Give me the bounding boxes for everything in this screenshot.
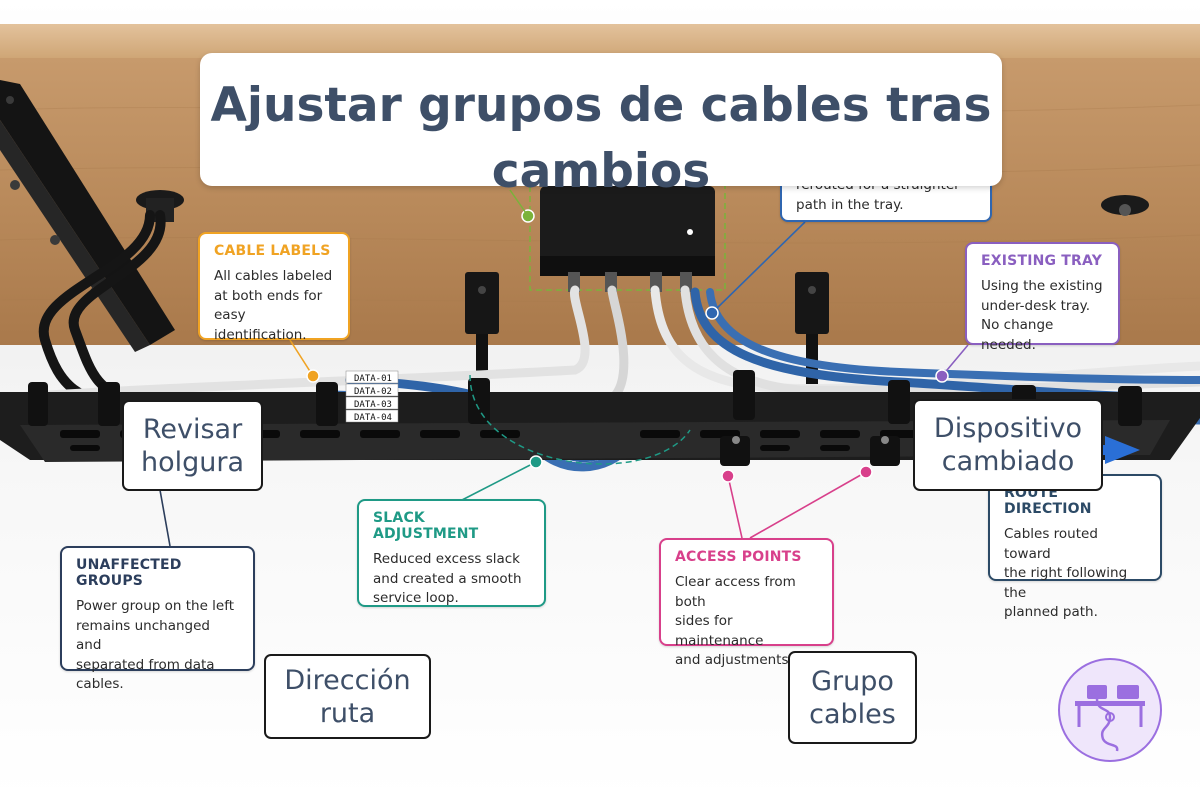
callout-existing-tray-line-1: Using the existing <box>981 278 1103 294</box>
access-marker-dot-2 <box>859 465 873 479</box>
desk-grommet-left <box>136 190 184 222</box>
callout-cable-labels-title: CABLE LABELS <box>214 243 331 259</box>
cable-tray <box>0 392 1200 466</box>
callout-unaffected-groups-title: UNAFFECTED GROUPS <box>76 557 182 589</box>
callout-slack-adjustment-title: SLACK ADJUSTMENT <box>373 510 479 542</box>
callout-cable-labels-line-3: easy identification. <box>214 307 307 343</box>
callout-route-direction-line-3: planned path. <box>1004 604 1098 620</box>
callout-access-points-title: ACCESS POINTS <box>675 549 802 565</box>
callout-existing-tray-line-2: under-desk tray. <box>981 297 1091 314</box>
callout-slack-adjustment-line-2: and created a smooth <box>373 570 522 587</box>
callout-slack-adjustment: SLACK ADJUSTMENT Reduced excess slack an… <box>357 499 546 607</box>
power-strip <box>0 80 175 352</box>
callout-access-points-line-2: sides for maintenance <box>675 613 764 649</box>
callout-access-points-line-3: and adjustments. <box>675 652 793 668</box>
port-label-4: DATA-04 <box>354 413 392 423</box>
desk-cable-routing-icon <box>1057 657 1163 763</box>
callout-existing-tray-title: EXISTING TRAY <box>981 253 1103 269</box>
callout-slack-adjustment-line-3: service loop. <box>373 590 459 606</box>
port-labels: DATA-01 DATA-02 DATA-03 DATA-04 <box>345 370 399 423</box>
access-marker-dot-1 <box>721 469 735 483</box>
callout-unaffected-groups: UNAFFECTED GROUPS Power group on the lef… <box>60 546 255 692</box>
slack-loop-outline <box>469 374 691 465</box>
reroute-marker-dot <box>705 306 719 320</box>
callout-cable-labels: CABLE LABELS All cables labeled at both … <box>198 232 350 343</box>
port-label-2: DATA-02 <box>354 387 392 397</box>
labels-marker-dot <box>306 369 320 383</box>
port-label-1: DATA-01 <box>354 374 392 384</box>
callout-rerouted-line-2: path in the tray. <box>796 196 904 213</box>
desk-grommet-right <box>1101 195 1149 216</box>
title-banner: Ajustar grupos de cables tras cambios <box>200 53 1002 199</box>
tray-marker-dot <box>935 369 949 383</box>
label-grupo-cables: Grupo cables <box>788 651 917 744</box>
callout-access-points-line-1: Clear access from both <box>675 574 796 610</box>
callout-route-direction: ROUTE DIRECTION Cables routed toward the… <box>988 474 1162 620</box>
callout-existing-tray: EXISTING TRAY Using the existing under-d… <box>965 242 1120 353</box>
callout-unaffected-groups-line-1: Power group on the left <box>76 598 235 614</box>
callout-slack-adjustment-line-1: Reduced excess slack <box>373 551 520 567</box>
port-label-3: DATA-03 <box>354 400 392 410</box>
page-title: Ajustar grupos de cables tras cambios <box>210 78 992 199</box>
callout-cable-labels-line-2: at both ends for <box>214 287 323 304</box>
slack-marker-dot <box>529 455 543 469</box>
callout-unaffected-groups-line-3: separated from data <box>76 656 215 673</box>
callout-route-direction-line-1: Cables routed toward <box>1004 526 1098 562</box>
network-device <box>529 177 726 292</box>
label-direccion-ruta: Dirección ruta <box>264 654 431 739</box>
callout-unaffected-groups-line-2: remains unchanged and <box>76 617 210 654</box>
callout-cable-labels-line-1: All cables labeled <box>214 268 333 284</box>
label-dispositivo-cambiado: Dispositivo cambiado <box>913 399 1103 491</box>
desk-edge <box>0 24 1200 58</box>
callout-unaffected-groups-line-4: cables. <box>76 676 124 692</box>
label-revisar-holgura: Revisar holgura <box>122 400 263 491</box>
callout-access-points: ACCESS POINTS Clear access from both sid… <box>659 538 834 668</box>
callout-existing-tray-line-3: No change needed. <box>981 317 1054 353</box>
callout-route-direction-line-2: the right following the <box>1004 565 1128 601</box>
